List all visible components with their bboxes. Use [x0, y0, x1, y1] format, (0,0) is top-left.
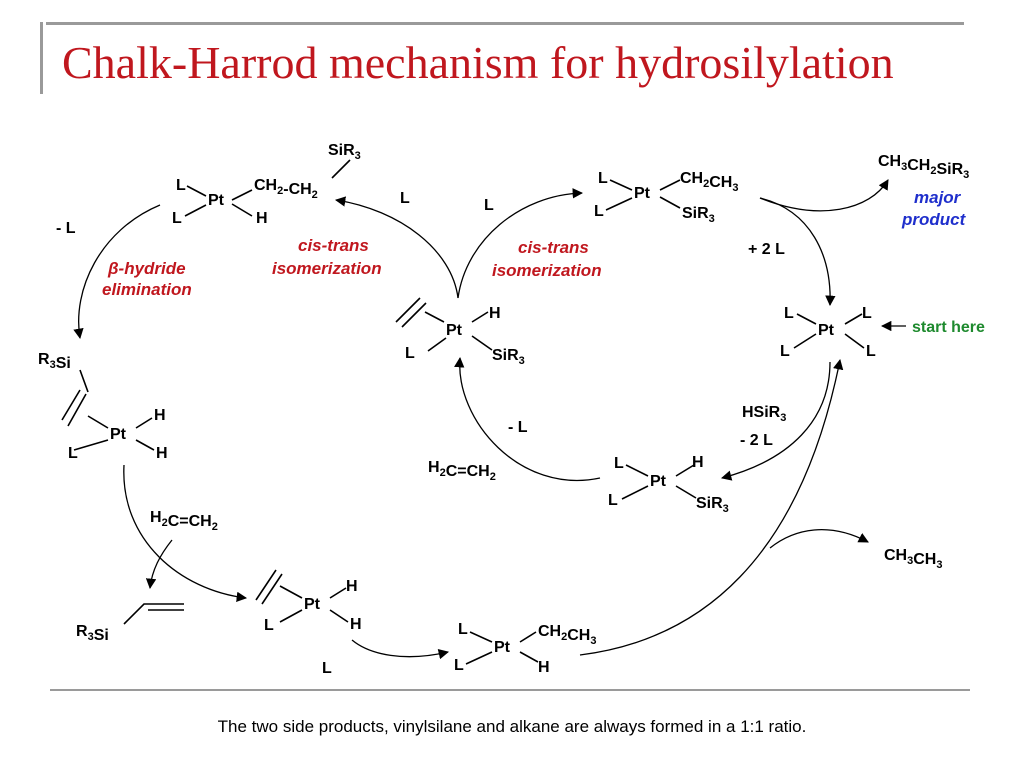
pt-atom: Pt [650, 473, 667, 490]
silyl-group-label: SiR3 [328, 142, 361, 162]
cis-trans-label-right: cis-trans [518, 238, 589, 257]
arrow-reductive-elimination [579, 358, 844, 656]
complex-alkyl-hydride-bottom: L L Pt CH2CH3 H [454, 621, 596, 676]
complex-PtL4-start: Pt L L L L [780, 305, 876, 360]
ligand-L-label: L [322, 660, 332, 677]
footer-divider [50, 689, 970, 691]
hydride-H: H [489, 305, 501, 322]
arrow-beta-elimination [73, 204, 161, 340]
ligand-L: L [866, 343, 876, 360]
complex-alkyl-hydride-top-left: Pt L L H CH2-CH2 SiR3 [172, 142, 361, 227]
ligand-L: L [176, 177, 186, 194]
major-product-formula: CH3CH2SiR3 [878, 153, 969, 181]
silyl-group-label: SiR3 [682, 205, 715, 225]
start-here-label: start here [912, 319, 985, 336]
hydride-H: H [350, 616, 362, 633]
ethylene-reagent-label: H2C=CH2 [150, 509, 218, 533]
hydride-H: H [256, 210, 268, 227]
ligand-L: L [614, 455, 624, 472]
ethyl-group-label: CH2CH3 [538, 623, 596, 647]
vinylsilane-R3Si-label: R3Si [76, 623, 109, 644]
isomerization-label-right: isomerization [492, 261, 602, 280]
isomerization-label-left: isomerization [272, 259, 382, 278]
hydride-H: H [154, 407, 166, 424]
ligand-L: L [598, 170, 608, 187]
arrow-cis-trans-right [457, 188, 584, 299]
pt-atom: Pt [208, 192, 225, 209]
arrow-vinylsilane-release [145, 539, 173, 590]
ligand-L: L [458, 621, 468, 638]
complex-ethylene-silyl-hydride-center: Pt H SiR3 L [395, 297, 525, 367]
alkyl-chain-label: CH2-CH2 [254, 177, 318, 201]
ligand-L: L [264, 617, 274, 634]
silyl-group-label: SiR3 [696, 495, 729, 515]
ethyl-group-label: CH2CH3 [680, 170, 738, 194]
ligand-L: L [780, 343, 790, 360]
silyl-group-label: SiR3 [492, 347, 525, 367]
hydride-H: H [692, 454, 704, 471]
minus-L-label: - L [508, 419, 528, 436]
minus-L-label: - L [56, 220, 76, 237]
arrow-ethylene-coordination [454, 356, 601, 481]
hsir3-reagent-label: HSiR3 [742, 404, 786, 424]
slide-frame-top [46, 22, 964, 25]
arrow-major-product-release [759, 179, 889, 212]
plus-2L-label: + 2 L [748, 241, 785, 258]
complex-ethylene-dihydride: Pt H H L [255, 569, 362, 634]
ligand-L: L [784, 305, 794, 322]
ligand-L: L [68, 445, 78, 462]
pt-atom: Pt [634, 185, 651, 202]
complex-vinylsilane-dihydride: Pt H H L [61, 369, 168, 462]
beta-hydride-label: β-hydride [107, 259, 186, 278]
elimination-label: elimination [102, 280, 192, 299]
ligand-L: L [172, 210, 182, 227]
ligand-L: L [608, 492, 618, 509]
complex-silyl-hydride-right: L L Pt H SiR3 [608, 454, 729, 515]
pt-atom: Pt [110, 426, 127, 443]
major-label: major [914, 188, 962, 207]
minus-2L-label: - 2 L [740, 432, 773, 449]
ligand-L-label: L [484, 197, 494, 214]
cis-trans-label-left: cis-trans [298, 236, 369, 255]
slide-title: Chalk-Harrod mechanism for hydrosilylati… [62, 37, 894, 88]
pt-atom: Pt [446, 322, 463, 339]
slide-frame-left [40, 22, 43, 94]
ligand-L: L [405, 345, 415, 362]
free-vinylsilane: R3Si [76, 603, 184, 644]
complex-alkyl-silyl-top: L L Pt CH2CH3 SiR3 [594, 170, 738, 225]
pt-atom: Pt [818, 322, 835, 339]
arrow-oxidative-addition [720, 361, 831, 481]
ethylene-reagent-label: H2C=CH2 [428, 459, 496, 483]
ligand-L: L [862, 305, 872, 322]
vinylsilane-R3Si-label: R3Si [38, 351, 71, 372]
mechanism-scheme: Pt L L H CH2-CH2 SiR3 L - L β-hydride el… [38, 142, 985, 677]
hydride-H: H [156, 445, 168, 462]
ligand-L: L [594, 203, 604, 220]
arrow-ethylene-exchange [123, 464, 248, 603]
alkane-product-formula: CH3CH3 [884, 547, 942, 571]
pt-atom: Pt [304, 596, 321, 613]
arrow-cis-trans-left [334, 196, 459, 299]
hydride-H: H [538, 659, 550, 676]
arrow-insertion [351, 639, 450, 660]
hydride-H: H [346, 578, 358, 595]
ligand-L: L [454, 657, 464, 674]
pt-atom: Pt [494, 639, 511, 656]
arrow-alkane-release [769, 529, 869, 549]
cycle-arrows [73, 179, 889, 660]
product-label: product [901, 210, 967, 229]
ligand-L-label: L [400, 190, 410, 207]
caption-text: The two side products, vinylsilane and a… [217, 717, 807, 736]
